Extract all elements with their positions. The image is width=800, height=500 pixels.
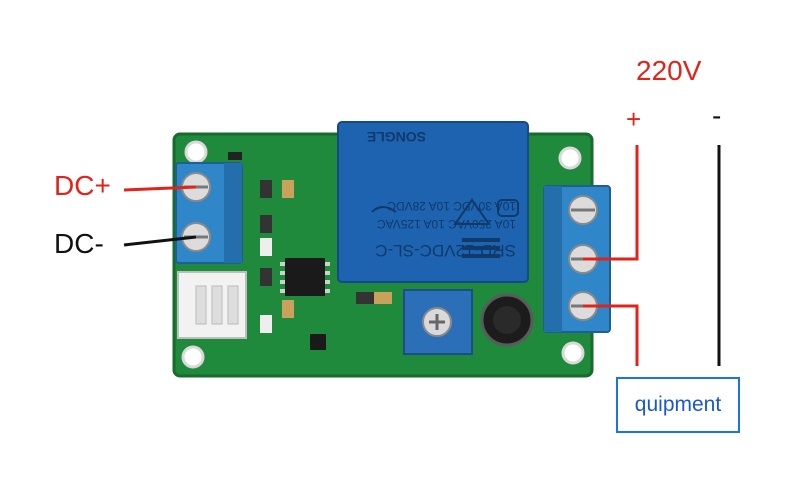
- relay-logo-marks: [371, 198, 519, 225]
- ac-plus-label: +: [626, 104, 642, 134]
- wire-ac-output: [583, 304, 639, 366]
- wire-dc-plus: [123, 185, 197, 192]
- smd-component: [260, 315, 272, 333]
- ic-pins: [280, 262, 330, 293]
- jst-pin: [211, 285, 223, 325]
- mounting-hole: [184, 140, 208, 164]
- dc-minus-label: DC-: [54, 228, 104, 259]
- jst-pin: [227, 285, 239, 325]
- songle-logo-icon: [462, 238, 500, 258]
- smd-component: [282, 300, 294, 318]
- wire-ac-plus: [583, 145, 639, 261]
- relay-rating-line-1: 10A 250VAC 10A 125VAC: [377, 217, 516, 231]
- relay-rating-line-2: 10A 30VDC 10A 28VDC: [387, 199, 516, 213]
- mounting-hole: [558, 146, 582, 170]
- smd-component: [260, 180, 272, 198]
- ac-minus-label: -: [712, 100, 722, 131]
- wire-dc-minus: [123, 235, 197, 247]
- dc-terminal-side: [224, 163, 242, 263]
- smd-component: [228, 152, 242, 160]
- mounting-hole: [561, 341, 585, 365]
- equipment-label: quipment: [634, 393, 722, 416]
- mounting-hole: [181, 345, 205, 369]
- jst-pin: [195, 285, 207, 325]
- smd-component: [374, 292, 392, 304]
- relay-brand-text: SONGLE: [367, 129, 426, 145]
- ic-chip: [285, 258, 325, 296]
- smd-component: [260, 215, 272, 233]
- smd-component: [356, 292, 374, 304]
- voltage-label: 220V: [636, 55, 702, 86]
- ac-terminal-side: [544, 186, 562, 332]
- smd-component: [282, 180, 294, 198]
- smd-component: [260, 268, 272, 286]
- transistor: [310, 334, 326, 350]
- capacitor-top: [493, 306, 521, 334]
- equipment-box: quipment: [616, 377, 740, 433]
- dc-plus-label: DC+: [54, 170, 111, 201]
- smd-component: [260, 238, 272, 256]
